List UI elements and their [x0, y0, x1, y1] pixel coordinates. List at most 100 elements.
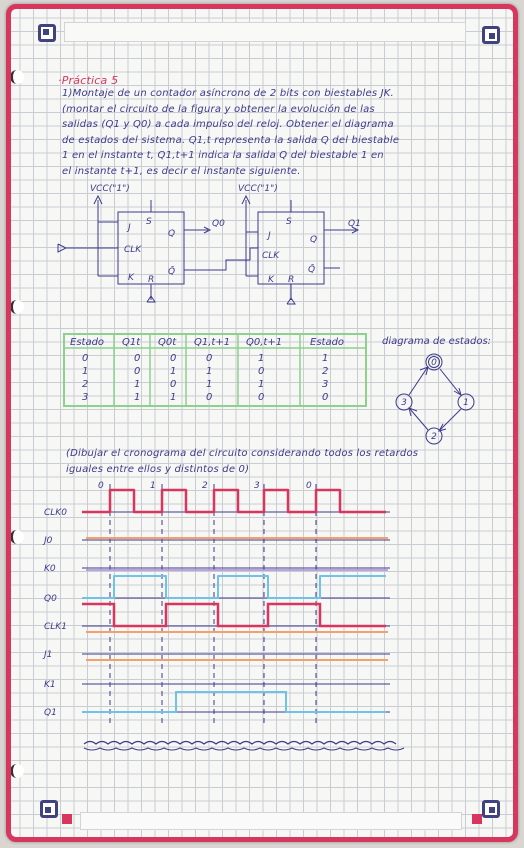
table-cell: 0: [134, 366, 140, 377]
scribble-line: [83, 747, 405, 751]
ff0-k-pin: K: [128, 273, 135, 283]
chrono-statement: (Dibujar el cronograma del circuito cons…: [66, 446, 446, 477]
table-header-cell: Estado: [70, 337, 104, 348]
signal-label: K1: [44, 680, 56, 690]
ff1-k-pin: K: [268, 275, 275, 285]
state-diagram-label: diagrama de estados:: [382, 336, 492, 347]
table-border: [63, 333, 367, 407]
pulse-label: 2: [202, 481, 208, 491]
pulse-label: 1: [150, 481, 156, 491]
clk1-waveform: [82, 602, 386, 628]
circuit-diagram: VCC("1") VCC("1") J S Q CLK Q̄ K R Q0 J …: [57, 184, 361, 305]
state-node-3: 3: [401, 398, 407, 408]
table-header-cell: Q0t: [158, 337, 177, 348]
statement-line: el instante t+1, es decir el instante si…: [62, 165, 301, 177]
header-field: [64, 22, 466, 42]
table-cell: 1: [170, 392, 176, 403]
problem-statement: 1)Montaje de un contador asíncrono de 2 …: [62, 86, 482, 179]
signal-label: J0: [42, 536, 53, 546]
notebook-page: ·Práctica 5 1)Montaje de un contador así…: [6, 4, 518, 842]
signal-label: Q0: [44, 594, 57, 604]
corner-logo-icon: [482, 26, 500, 44]
ff0-s-pin: S: [146, 217, 152, 227]
table-cell: 0: [170, 353, 176, 364]
table-cell: 1: [134, 379, 140, 390]
signal-label: Q1: [44, 708, 57, 718]
ff1-j-pin: J: [266, 231, 271, 241]
corner-logo-icon: [40, 800, 58, 818]
q0-waveform: [82, 575, 386, 599]
table-header-cell: Q1,t+1: [194, 337, 230, 348]
ff0-r-pin: R: [148, 275, 154, 285]
q1-waveform: [82, 691, 386, 713]
binder-hole-icon: [10, 764, 24, 778]
ff0-qbar-pin: Q̄: [168, 265, 175, 277]
table-cell: 0: [322, 392, 328, 403]
table-header-cell: Q1t: [122, 337, 141, 348]
statement-line: 1 en el instante t, Q1,t+1 indica la sal…: [62, 150, 384, 161]
pink-marker: [62, 814, 72, 824]
chrono-statement-line: (Dibujar el cronograma del circuito cons…: [66, 448, 419, 459]
ff1-clk-pin: CLK: [262, 251, 280, 261]
signal-label: J1: [42, 650, 52, 660]
practice-title: ·Práctica 5: [58, 74, 119, 87]
signal-label: CLK0: [44, 508, 67, 518]
table-cell: 3: [322, 379, 328, 390]
ff0-q-pin: Q: [168, 229, 175, 239]
statement-line: 1)Montaje de un contador asíncrono de 2 …: [62, 88, 394, 99]
pink-marker: [472, 814, 482, 824]
table-cell: 1: [258, 353, 264, 364]
state-node-1: 1: [463, 398, 469, 408]
table-cell: 3: [82, 392, 88, 403]
vcc-left-label: VCC("1"): [90, 184, 130, 194]
ff0-j-pin: J: [126, 223, 131, 233]
q0-output-label: Q0: [212, 219, 225, 229]
state-node-2: 2: [431, 432, 437, 442]
clk0-waveform: [82, 488, 386, 514]
pulse-label: 0: [306, 481, 312, 491]
table-cell: 2: [82, 379, 88, 390]
ff1-q-pin: Q: [310, 235, 317, 245]
footer-field: [80, 812, 462, 830]
table-cell: 2: [322, 366, 328, 377]
signal-label: CLK1: [44, 622, 67, 632]
binder-hole-icon: [10, 300, 24, 314]
table-cell: 0: [206, 392, 212, 403]
table-cell: 1: [206, 379, 212, 390]
corner-logo-icon: [482, 800, 500, 818]
statement-line: de estados del sistema. Q1,t representa …: [62, 134, 400, 146]
binder-hole-icon: [10, 70, 24, 84]
ff1-s-pin: S: [286, 217, 292, 227]
table-cell: 1: [322, 353, 328, 364]
state-node-0: 0: [431, 358, 437, 368]
pulse-label: 0: [98, 481, 104, 491]
signal-label: K0: [44, 564, 56, 574]
table-cell: 1: [170, 366, 176, 377]
binder-hole-icon: [10, 530, 24, 544]
table-cell: 1: [134, 392, 140, 403]
scribble-line: [83, 740, 397, 745]
table-cell: 0: [206, 353, 212, 364]
table-cell: 0: [258, 392, 264, 403]
pulse-label: 3: [254, 481, 260, 491]
table-header-cell: Q0,t+1: [246, 337, 282, 348]
table-header-cell: Estado: [310, 337, 344, 348]
ff0-clk-pin: CLK: [124, 245, 142, 255]
table-cell: 1: [206, 366, 212, 377]
state-diagram: 0 1 2 3: [395, 353, 475, 445]
chrono-statement-line: iguales entre ellos y distintos de 0): [66, 463, 250, 475]
ff1-r-pin: R: [288, 275, 294, 285]
corner-logo-icon: [38, 24, 56, 42]
table-cell: 0: [258, 366, 264, 377]
q1-output-label: Q1: [348, 219, 361, 229]
ff1-qbar-pin: Q̄: [308, 263, 315, 275]
table-cell: 0: [134, 353, 140, 364]
statement-line: salidas (Q1 y Q0) a cada impulso del rel…: [62, 119, 394, 130]
statement-line: (montar el circuito de la figura y obten…: [62, 103, 375, 115]
table-cell: 1: [258, 379, 264, 390]
table-cell: 0: [170, 379, 176, 390]
state-table: Estado Q1t Q0t Q1,t+1 Q0,t+1 Estado 0 0 0 0 1 1 1 0 1 1…: [63, 333, 367, 407]
table-cell: 1: [82, 366, 88, 377]
table-cell: 0: [82, 353, 88, 364]
